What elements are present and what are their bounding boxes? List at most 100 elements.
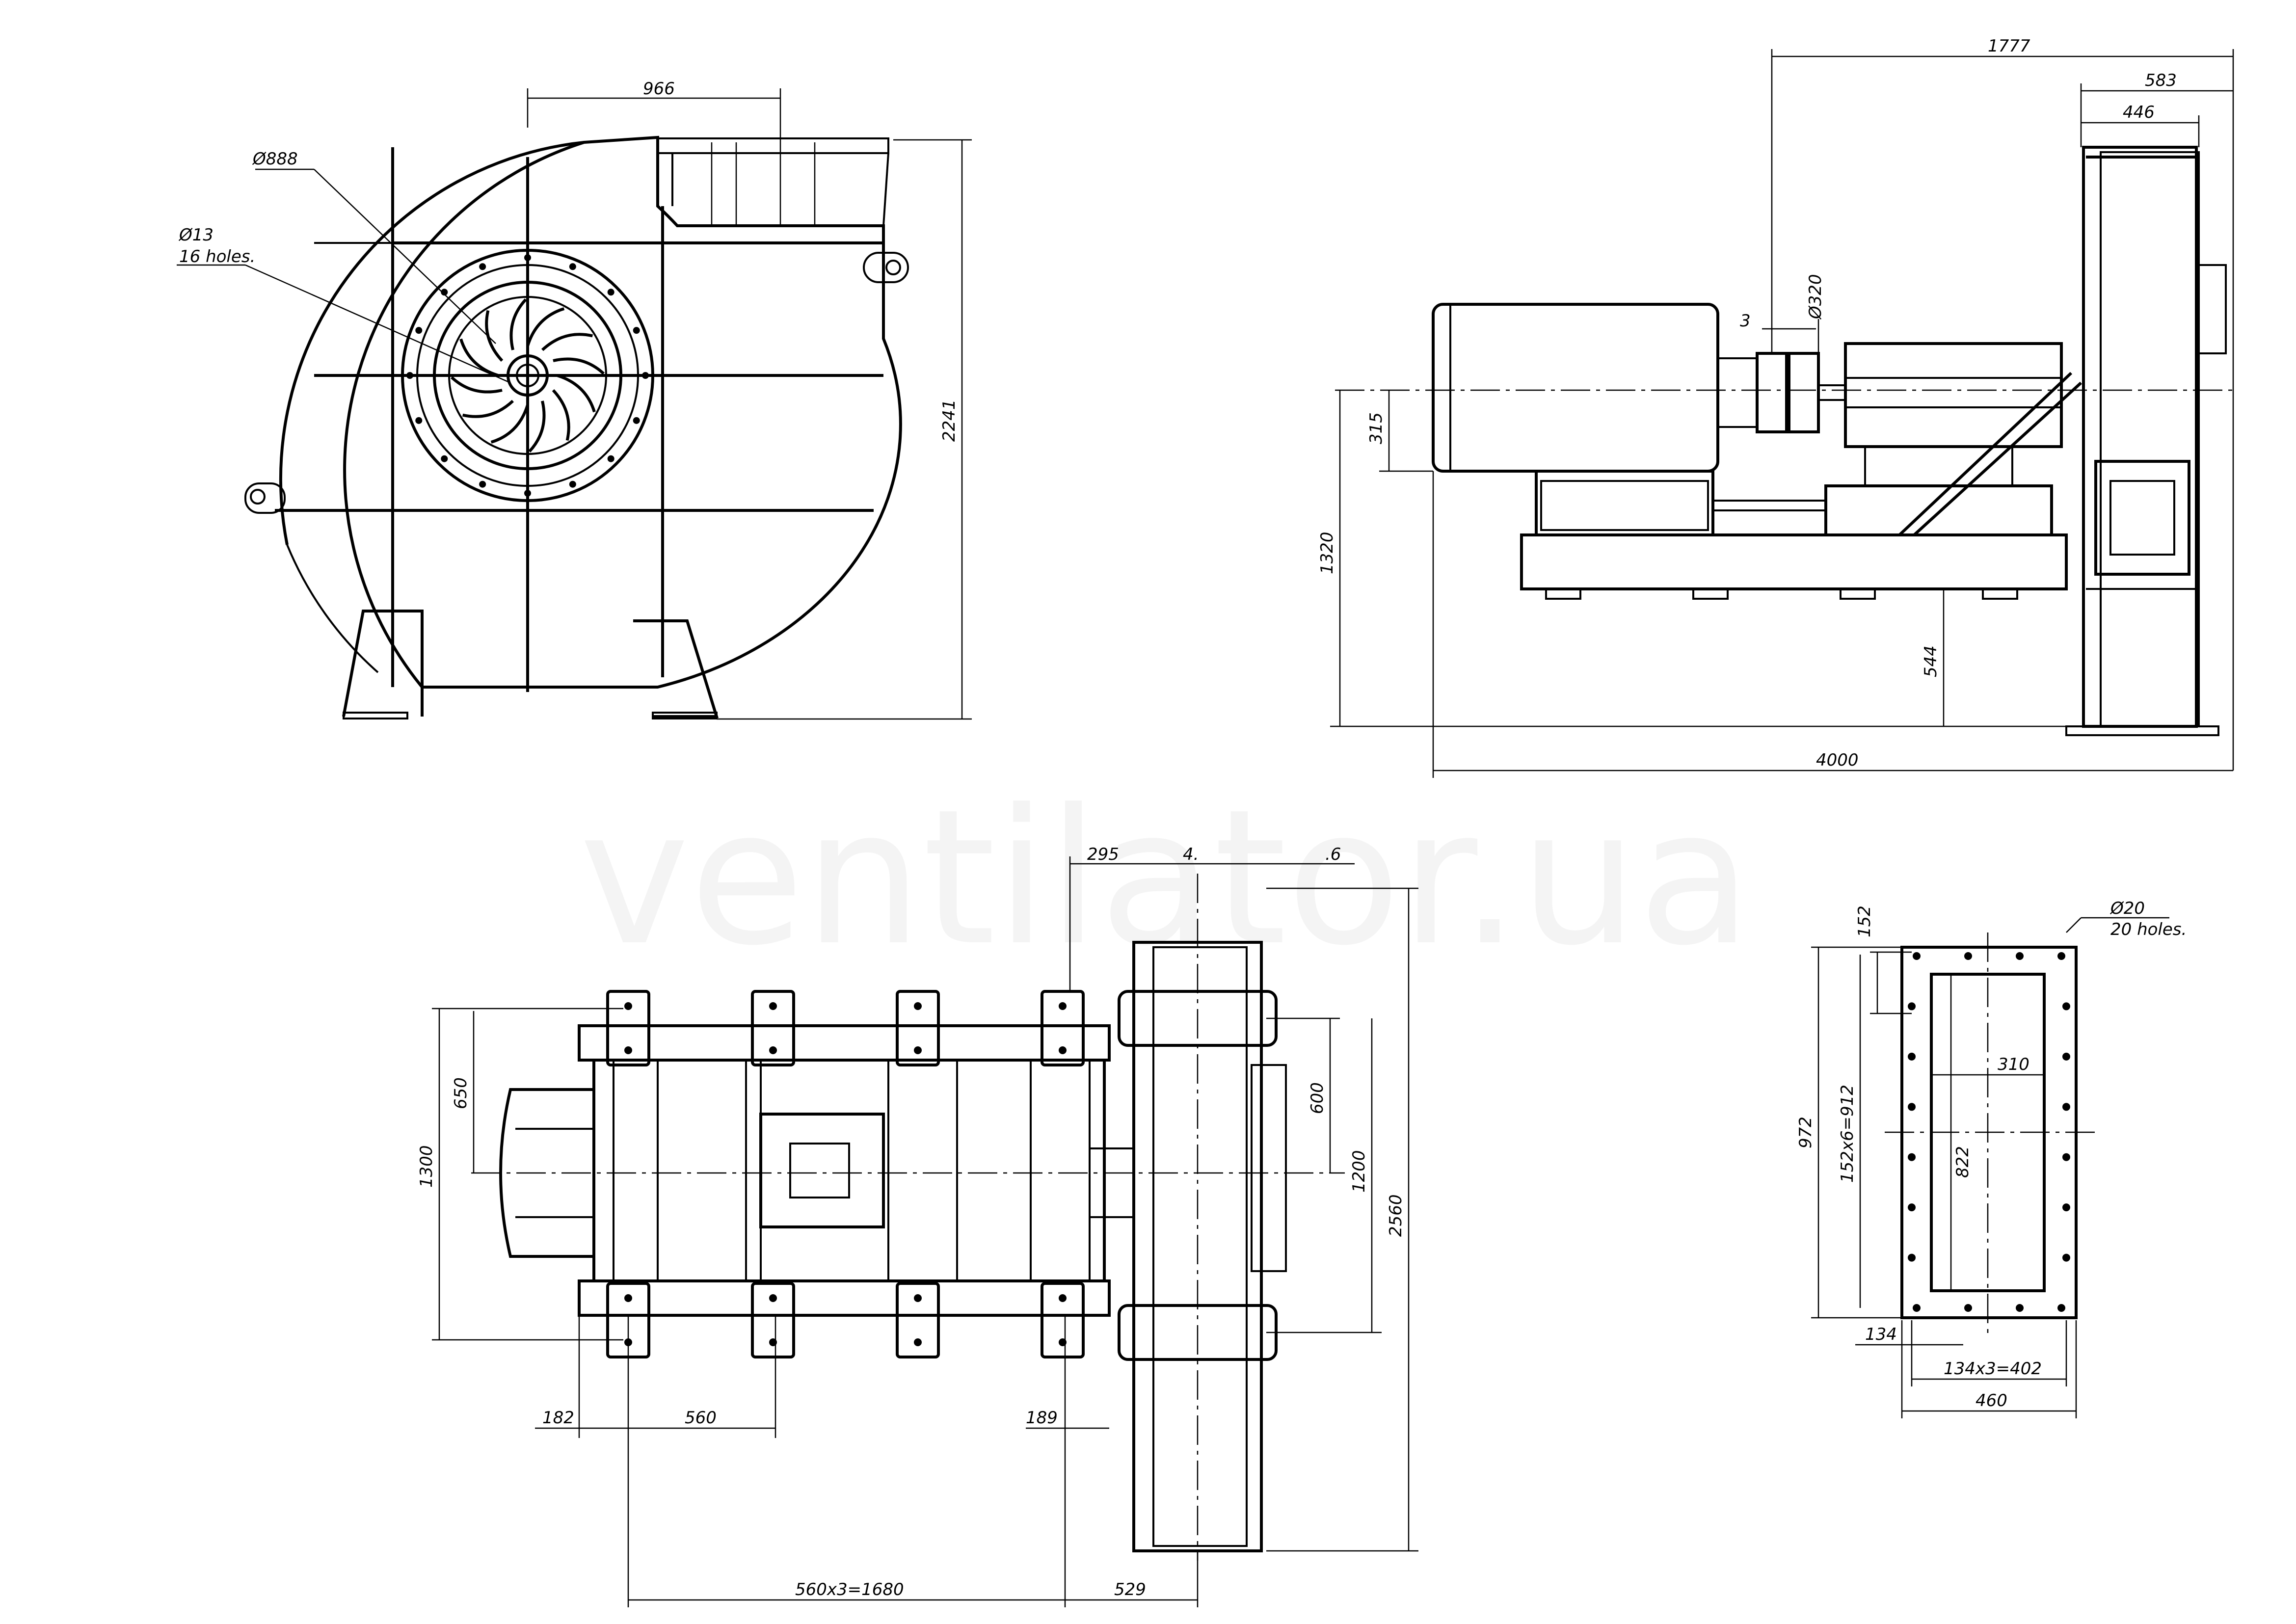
flange-hole xyxy=(1964,1304,1972,1312)
dim-1320: 1320 xyxy=(1317,532,1337,574)
impeller-blade xyxy=(485,310,504,362)
mounting-bracket xyxy=(751,1282,795,1358)
dim-4x: 4. xyxy=(1183,845,1199,864)
bolt-hole xyxy=(569,263,576,270)
impeller-blade xyxy=(462,399,514,418)
flange-view: Ø20 20 holes. 152 972 152x6=912 310 822 … xyxy=(1796,899,2187,1418)
dim-134: 134 xyxy=(1865,1325,1897,1344)
dim-446: 446 xyxy=(2123,103,2155,122)
impeller-blades xyxy=(451,298,605,453)
side-view: 1777 583 446 3 Ø320 315 1320 544 4000 xyxy=(1317,36,2238,778)
bolt-hole xyxy=(441,455,448,462)
top-view: 1300 650 600 1200 2560 295 4. .6 182 560… xyxy=(417,845,1418,1607)
motor xyxy=(1432,303,1719,473)
volute-casing xyxy=(343,135,902,689)
bolt-hole xyxy=(624,1046,632,1054)
rail-bottom xyxy=(578,1279,1111,1317)
rail-top xyxy=(578,1024,1111,1062)
bolt-hole xyxy=(624,1002,632,1010)
flange-hole xyxy=(2062,1052,2070,1061)
impeller-blade xyxy=(526,307,565,346)
dim-6: .6 xyxy=(1325,845,1341,864)
flange-hole xyxy=(2057,952,2065,960)
dim-189: 189 xyxy=(1026,1408,1058,1428)
impeller-blade xyxy=(528,400,546,453)
bolt-hole xyxy=(479,263,486,270)
flange-hole xyxy=(1908,1103,1916,1111)
dim-134x3: 134x3=402 xyxy=(1944,1359,2042,1379)
bolt-hole xyxy=(607,455,614,462)
bolt-hole xyxy=(914,1046,922,1054)
flange-hole xyxy=(1908,1002,1916,1011)
impeller-blade xyxy=(552,389,570,441)
bolt-hole xyxy=(524,254,531,261)
bolt-hole xyxy=(769,1046,777,1054)
dim-295: 295 xyxy=(1087,845,1119,864)
bearing-housing xyxy=(1844,342,2063,448)
bolt-hole xyxy=(607,289,614,296)
impeller-blade xyxy=(451,376,503,394)
support-left xyxy=(342,610,424,717)
base-frame xyxy=(1520,533,2068,590)
flange-hole xyxy=(1908,1253,1916,1262)
volute-spiral xyxy=(279,141,585,545)
bolt-hole xyxy=(1059,1002,1067,1010)
dim-315: 315 xyxy=(1366,412,1386,444)
flange-hole xyxy=(1908,1153,1916,1161)
dim-600: 600 xyxy=(1308,1082,1327,1114)
dim-holes-16: 16 holes. xyxy=(179,247,255,266)
dim-529: 529 xyxy=(1114,1580,1146,1599)
dim-dia-320: Ø320 xyxy=(1806,274,1825,320)
dim-152x6: 152x6=912 xyxy=(1838,1085,1857,1183)
inlet-ring xyxy=(401,249,654,502)
dim-822: 822 xyxy=(1953,1146,1973,1178)
flange-hole xyxy=(1908,1052,1916,1061)
outlet-flange xyxy=(657,137,889,154)
flange-hole xyxy=(2016,1304,2024,1312)
flange-hole xyxy=(2057,1304,2065,1312)
mounting-bracket xyxy=(1041,1282,1085,1358)
coupling xyxy=(1756,352,1788,433)
dim-182: 182 xyxy=(542,1408,574,1428)
bolt-hole xyxy=(1059,1294,1067,1302)
bolt-hole xyxy=(415,417,423,424)
dim-583: 583 xyxy=(2145,71,2177,90)
flange-hole xyxy=(2062,1002,2070,1011)
dim-2241: 2241 xyxy=(939,399,959,442)
dim-2560: 2560 xyxy=(1386,1194,1406,1237)
bolt-hole xyxy=(769,1002,777,1010)
dim-1300: 1300 xyxy=(417,1145,436,1188)
flange-hole xyxy=(1913,1304,1921,1312)
bolt-hole xyxy=(633,327,640,334)
bolt-hole xyxy=(406,372,413,379)
dim-152: 152 xyxy=(1855,905,1874,937)
watermark: ventilator.ua xyxy=(579,769,1752,986)
bolt-hole xyxy=(441,289,448,296)
flange-hole xyxy=(2016,952,2024,960)
dim-560: 560 xyxy=(685,1408,717,1428)
dim-310: 310 xyxy=(1998,1055,2029,1074)
mounting-bracket xyxy=(1041,990,1085,1066)
inlet-flange-side xyxy=(2094,460,2190,576)
flange-hole xyxy=(1908,1203,1916,1212)
mounting-bracket xyxy=(896,1282,940,1358)
impeller-blade xyxy=(459,338,499,377)
bolt-hole xyxy=(914,1002,922,1010)
bolt-hole xyxy=(415,327,423,334)
bearing-base xyxy=(1824,484,2053,536)
front-view: 966 2241 Ø888 Ø13 16 holes. xyxy=(177,79,972,720)
impeller-blade xyxy=(553,357,605,375)
dim-3: 3 xyxy=(1740,311,1751,331)
flange-hole xyxy=(2062,1203,2070,1212)
mounting-bracket xyxy=(751,990,795,1066)
support-right xyxy=(633,619,719,718)
motor-top xyxy=(499,1088,595,1258)
dim-966: 966 xyxy=(643,79,675,99)
dim-1777: 1777 xyxy=(1988,36,2030,56)
bolt-hole xyxy=(914,1338,922,1346)
mounting-bracket xyxy=(896,990,940,1066)
dim-dia-888: Ø888 xyxy=(252,149,298,169)
impeller-blade xyxy=(541,333,593,351)
dim-650: 650 xyxy=(451,1077,471,1109)
